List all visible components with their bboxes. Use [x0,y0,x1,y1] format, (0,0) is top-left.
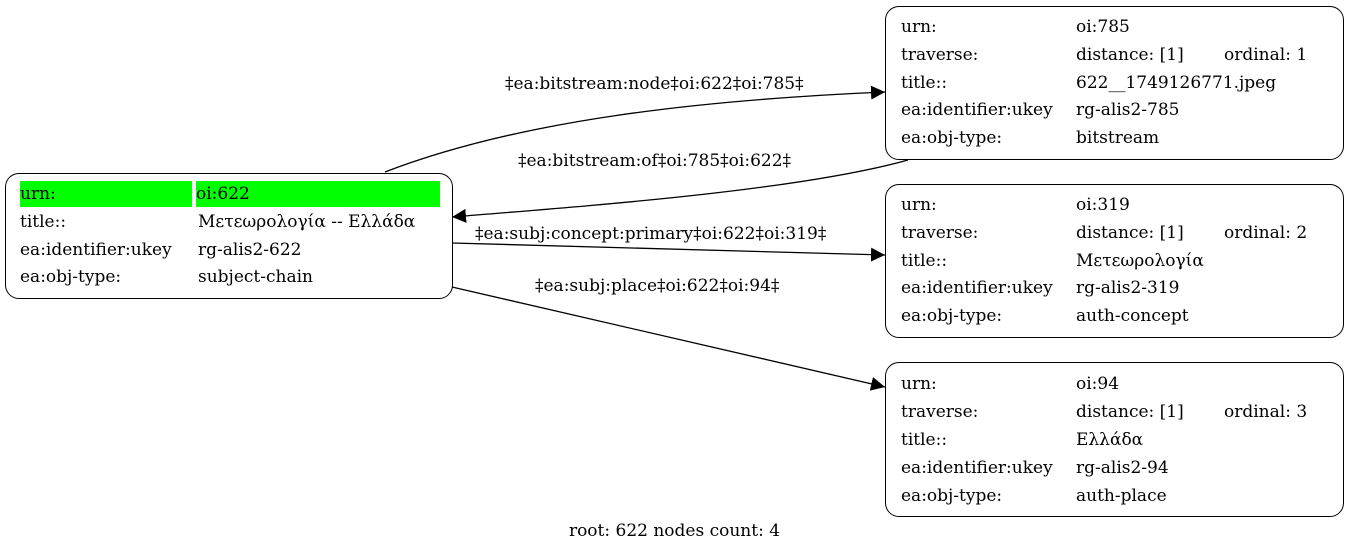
node-traverse-key: traverse: [901,45,979,65]
node-oi-319[interactable]: urn: oi:319 traverse: distance: [1] ordi… [885,184,1344,338]
node-ukey-key: ea:identifier:ukey [901,100,1053,120]
node-ukey-value: rg-alis2-785 [1076,100,1180,120]
node-oi-785[interactable]: urn: oi:785 traverse: distance: [1] ordi… [885,6,1344,160]
root-node-type-value: subject-chain [198,267,313,287]
root-node-title-value: Μετεωρολογία -- Ελλάδα [198,212,416,232]
node-ukey-value: rg-alis2-319 [1076,278,1180,298]
node-ordinal-value: ordinal: 3 [1224,402,1308,422]
edge-label-subj-place: ‡ea:subj:place‡oi:622‡oi:94‡ [535,276,780,296]
root-node-urn-value: oi:622 [196,181,440,207]
node-title-value: Μετεωρολογία [1076,251,1204,271]
node-type-key: ea:obj-type: [901,128,1003,148]
node-oi-94[interactable]: urn: oi:94 traverse: distance: [1] ordin… [885,362,1344,517]
edge-label-bitstream-of: ‡ea:bitstream:of‡oi:785‡oi:622‡ [518,151,792,171]
node-distance-value: distance: [1] [1076,45,1184,65]
node-ordinal-value: ordinal: 2 [1224,223,1308,243]
edge-subj-concept-primary [451,242,886,262]
root-node-type-key: ea:obj-type: [20,267,122,287]
edge-label-bitstream-node: ‡ea:bitstream:node‡oi:622‡oi:785‡ [505,74,804,94]
root-node-ukey-value: rg-alis2-622 [198,240,302,260]
node-type-key: ea:obj-type: [901,306,1003,326]
node-type-key: ea:obj-type: [901,486,1003,506]
edge-subj-place [451,286,886,391]
node-distance-value: distance: [1] [1076,223,1184,243]
node-traverse-key: traverse: [901,223,979,243]
node-urn-key: urn: [901,374,937,394]
node-distance-value: distance: [1] [1076,402,1184,422]
edge-bitstream-node [384,85,886,173]
node-type-value: auth-concept [1076,306,1189,326]
node-title-value: 622__1749126771.jpeg [1076,73,1277,93]
edge-label-subj-concept-primary: ‡ea:subj:concept:primary‡oi:622‡oi:319‡ [475,224,827,244]
node-title-key: title:: [901,251,948,271]
graph-footer: root: 622 nodes count: 4 [568,521,781,541]
node-traverse-key: traverse: [901,402,979,422]
edge-bitstream-of [451,159,909,223]
node-urn-value: oi:319 [1076,195,1130,215]
node-urn-key: urn: [901,17,937,37]
root-node-ukey-key: ea:identifier:ukey [20,240,172,260]
node-title-key: title:: [901,430,948,450]
node-urn-key: urn: [901,195,937,215]
root-node-title-key: title:: [20,212,67,232]
node-type-value: bitstream [1076,128,1160,148]
node-ukey-value: rg-alis2-94 [1076,458,1169,478]
node-urn-value: oi:94 [1076,374,1120,394]
node-ukey-key: ea:identifier:ukey [901,278,1053,298]
root-node[interactable]: urn: oi:622 title:: Μετεωρολογία -- Ελλά… [5,173,453,299]
node-urn-value: oi:785 [1076,17,1130,37]
node-title-key: title:: [901,73,948,93]
node-ukey-key: ea:identifier:ukey [901,458,1053,478]
node-title-value: Ελλάδα [1076,430,1144,450]
root-node-urn-row: urn: oi:622 [20,181,440,207]
root-node-urn-key: urn: [20,181,192,207]
node-ordinal-value: ordinal: 1 [1224,45,1308,65]
node-type-value: auth-place [1076,486,1167,506]
